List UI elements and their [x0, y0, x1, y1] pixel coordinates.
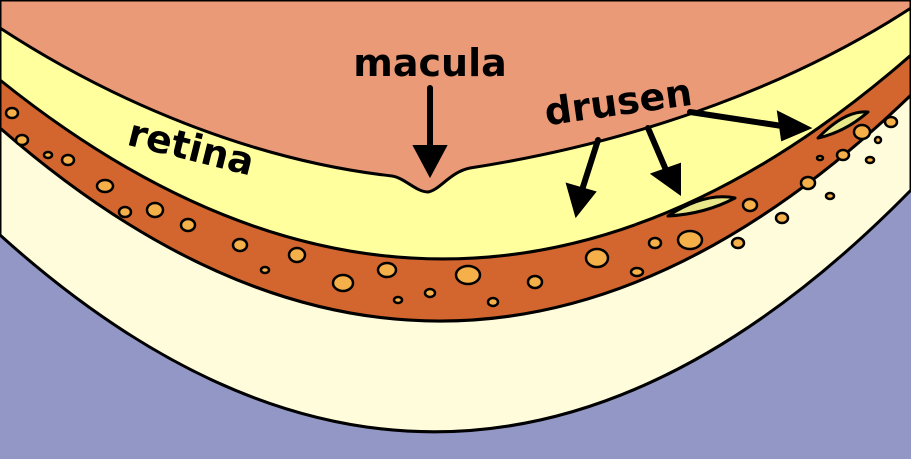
granule	[488, 298, 498, 306]
granule	[649, 238, 661, 248]
granule	[866, 157, 874, 163]
granule	[233, 239, 247, 251]
granule	[776, 213, 788, 223]
granule	[732, 238, 744, 248]
granule	[261, 267, 269, 273]
granule	[801, 177, 815, 189]
granule	[16, 135, 28, 145]
granule	[119, 207, 131, 217]
granule	[826, 193, 834, 199]
granule	[394, 297, 402, 303]
granule	[62, 155, 74, 165]
granule	[289, 248, 305, 262]
granule	[875, 137, 881, 143]
granule	[425, 289, 435, 297]
granule	[44, 152, 52, 158]
granule	[147, 203, 163, 217]
granule	[181, 219, 195, 231]
macula-label: macula	[353, 41, 506, 85]
granule	[528, 276, 542, 288]
granule	[97, 180, 113, 192]
granule	[885, 117, 897, 127]
granule	[837, 150, 849, 160]
granule	[586, 249, 608, 267]
granule	[631, 268, 643, 276]
granule	[817, 156, 823, 160]
granule	[678, 231, 702, 249]
granule	[333, 275, 353, 291]
granule	[378, 263, 396, 277]
granule	[854, 125, 870, 139]
granule	[743, 199, 757, 211]
granule	[456, 266, 480, 284]
granule	[6, 108, 18, 118]
